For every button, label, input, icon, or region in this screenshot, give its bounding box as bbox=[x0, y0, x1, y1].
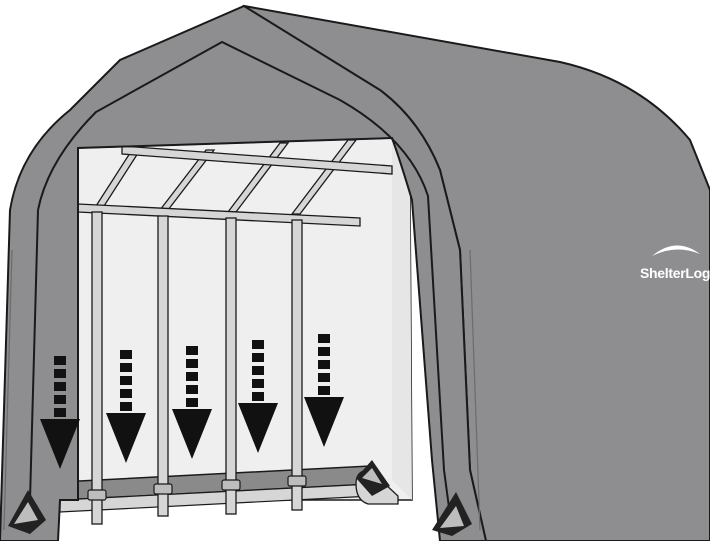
rib-1 bbox=[92, 212, 102, 524]
rib-4 bbox=[292, 220, 302, 510]
brand-name: ShelterLogic bbox=[640, 265, 710, 281]
rib-3 bbox=[226, 218, 236, 514]
rib-2 bbox=[158, 216, 168, 516]
